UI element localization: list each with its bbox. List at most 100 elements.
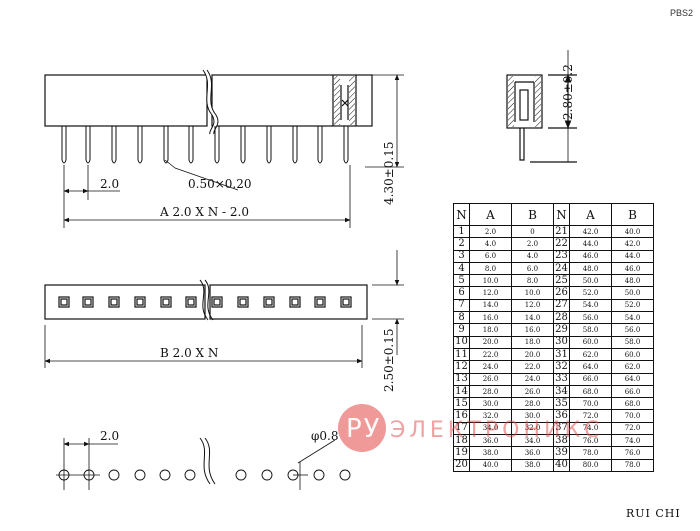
table-cell: 28.0 (469, 384, 512, 399)
table-header-cell: B (611, 203, 654, 226)
contact-slot-inner (239, 298, 247, 306)
pcb-hole (339, 469, 351, 481)
table-cell: 34.0 (469, 421, 512, 436)
table-cell: 60.0 (611, 347, 654, 362)
table-cell: 2.0 (511, 237, 554, 251)
table-cell: 11 (453, 347, 470, 362)
table-cell: 21 (553, 224, 570, 239)
b-formula-label: B 2.0 X N (160, 346, 218, 360)
table-cell: 66.0 (569, 372, 612, 386)
hole-diameter-label: φ0.8 (311, 429, 339, 443)
table-cell: 16.0 (469, 311, 512, 325)
pin (317, 126, 323, 164)
height-side-label: 2.80±0.2 (561, 64, 575, 120)
table-cell: 10 (453, 335, 470, 349)
table-cell: 39 (553, 446, 570, 460)
top-dimensions (44, 250, 404, 368)
table-cell: 66.0 (611, 384, 654, 399)
table-cell: 5 (453, 274, 470, 288)
table-cell: 70.0 (569, 397, 612, 411)
table-cell: 25 (553, 274, 570, 288)
table-cell: 56.0 (611, 323, 654, 337)
table-cell: 60.0 (569, 335, 612, 349)
table-cell: 0 (511, 224, 554, 239)
table-cell: 62.0 (569, 347, 612, 362)
table-cell: 6 (453, 286, 470, 300)
contact-slot (263, 296, 275, 308)
pin (137, 126, 143, 164)
contact-slot (134, 296, 146, 308)
pin (240, 126, 246, 164)
table-cell: 44.0 (611, 249, 654, 263)
table-cell: 20.0 (469, 335, 512, 349)
table-cell: 56.0 (569, 311, 612, 325)
table-cell: 28.0 (511, 397, 554, 411)
pcb-hole (313, 469, 325, 481)
table-cell: 20 (453, 458, 470, 472)
contact-slot-inner (60, 298, 68, 306)
table-cell: 30.0 (469, 397, 512, 411)
table-cell: 24.0 (511, 372, 554, 386)
table-cell: 42.0 (569, 224, 612, 239)
table-cell: 4 (453, 261, 470, 276)
pin-size-label: 0.50×0.20 (188, 177, 252, 191)
table-cell: 30.0 (511, 409, 554, 423)
contact-slot (340, 296, 352, 308)
pcb-hole (261, 469, 273, 481)
table-cell: 54.0 (569, 298, 612, 313)
document-code: PBS2 (670, 8, 694, 18)
table-cell: 24.0 (469, 360, 512, 374)
table-header-cell: N (553, 203, 570, 226)
table-cell: 9 (453, 323, 470, 337)
table-cell: 37 (553, 421, 570, 436)
contact-slot-inner (291, 298, 299, 306)
contact-slot (82, 296, 94, 308)
table-cell: 16 (453, 409, 470, 423)
table-cell: 14 (453, 384, 470, 399)
table-cell: 4.0 (469, 237, 512, 251)
table-cell: 38.0 (511, 458, 554, 472)
table-cell: 8 (453, 311, 470, 325)
table-cell: 40 (553, 458, 570, 472)
table-cell: 34 (553, 384, 570, 399)
manufacturer-label: RUI CHI (626, 507, 681, 520)
table-cell: 76.0 (611, 446, 654, 460)
pcb-hole (108, 469, 120, 481)
table-cell: 68.0 (569, 384, 612, 399)
pcb-hole (235, 469, 247, 481)
contact-slot-inner (265, 298, 273, 306)
table-cell: 32 (553, 360, 570, 374)
table-cell: 46.0 (569, 249, 612, 263)
pcb-hole (134, 469, 146, 481)
table-cell: 23 (553, 249, 570, 263)
table-cell: 32.0 (511, 421, 554, 436)
table-cell: 40.0 (611, 224, 654, 239)
table-cell: 74.0 (611, 434, 654, 448)
table-cell: 78.0 (569, 446, 612, 460)
contact-slot-inner (213, 298, 221, 306)
side-view (506, 50, 577, 163)
contact-slot (108, 296, 120, 308)
table-cell: 31 (553, 347, 570, 362)
table-cell: 36.0 (469, 434, 512, 448)
height-total-label: 4.30±0.15 (382, 142, 396, 206)
table-cell: 22 (553, 237, 570, 251)
table-cell: 44.0 (569, 237, 612, 251)
contact-slot (211, 296, 223, 308)
table-cell: 1 (453, 224, 470, 239)
table-cell: 14.0 (511, 311, 554, 325)
table-cell: 58.0 (611, 335, 654, 349)
table-cell: 16.0 (511, 323, 554, 337)
